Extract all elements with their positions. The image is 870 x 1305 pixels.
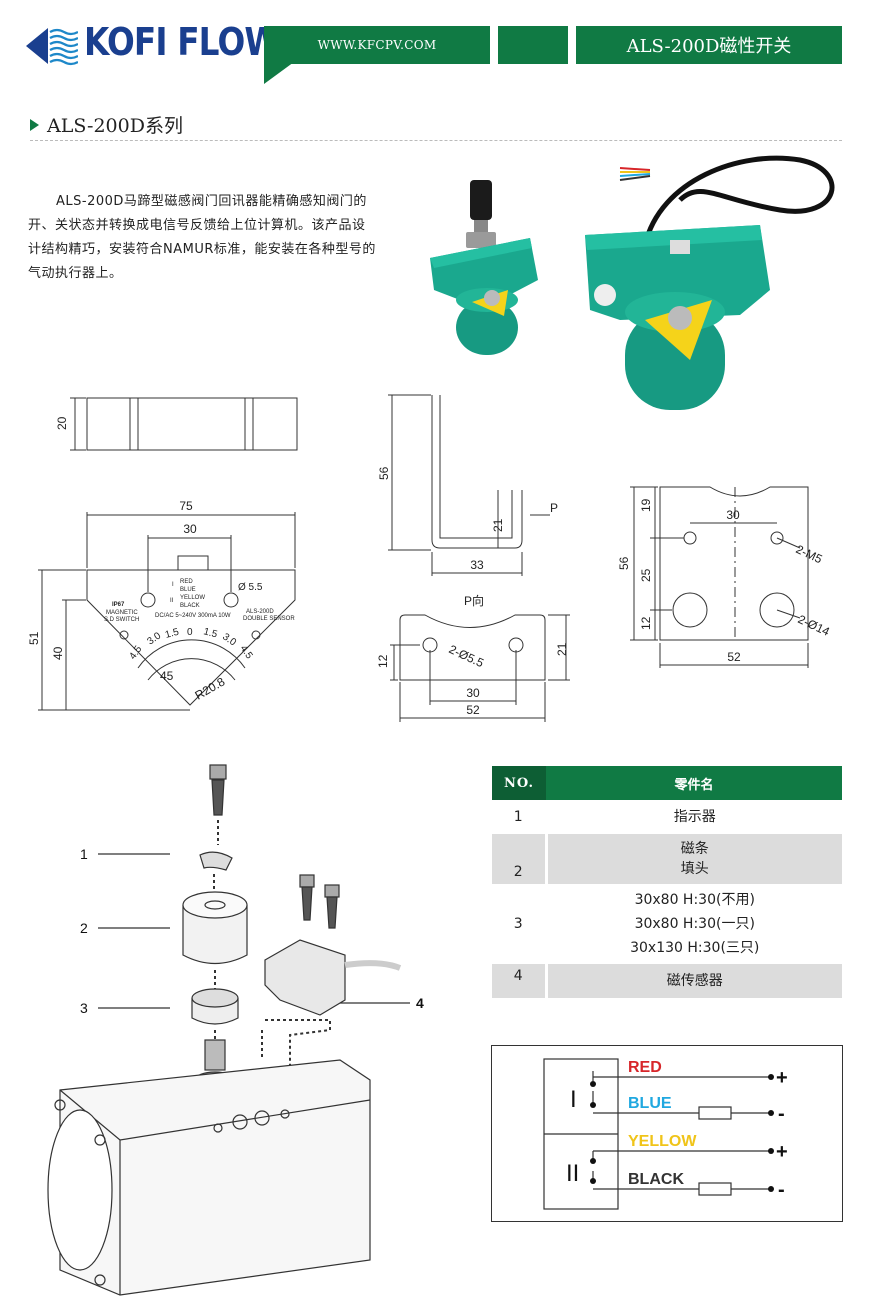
wire-red-label: RED — [628, 1059, 662, 1076]
panel-ip: IP67 — [112, 602, 125, 608]
section-title: ALS-200D系列 — [30, 111, 183, 138]
terminal-sign: + — [776, 1141, 788, 1163]
connector-unit-image — [430, 180, 538, 355]
exploded-assembly: 1 2 3 4 — [47, 764, 424, 1296]
sensor-1-label: I — [570, 1086, 577, 1113]
wire-blue-label: BLUE — [628, 1095, 672, 1112]
row-name: 指示器 — [673, 809, 716, 825]
wire-yellow-label: YELLOW — [628, 1133, 697, 1150]
cable-unit-image — [585, 225, 770, 410]
row-name: 磁传感器 — [546, 964, 842, 998]
scale-label: 4.5 — [127, 644, 144, 662]
panel-wire: YELLOW — [180, 595, 205, 601]
row-no: 4 — [492, 964, 548, 998]
panel-rating: DC/AC 5~240V 300mA 10W — [155, 613, 231, 619]
triangle-bullet-icon — [30, 118, 39, 131]
dim-bracket-inner: 21 — [491, 518, 505, 532]
scale-label: 4.5 — [238, 643, 255, 661]
sensor-2-label: II — [566, 1160, 579, 1187]
dim-plate-height: 56 — [617, 556, 631, 570]
row-name: 磁条 填头 — [546, 834, 842, 884]
wire-black-label: BLACK — [628, 1171, 684, 1188]
dim-front-height: 51 — [27, 631, 41, 645]
callout-label: 1 — [80, 846, 88, 862]
dim-plate-spacing: 30 — [726, 508, 740, 522]
dim-top-inner: 30 — [466, 686, 480, 700]
p-label: P — [550, 501, 558, 515]
terminal-sign: + — [776, 1067, 788, 1089]
scale-label: 0 — [187, 627, 193, 638]
dim-front-lower: 40 — [51, 646, 65, 660]
section-title-text: ALS-200D系列 — [47, 115, 183, 137]
panel-mark: I — [172, 582, 174, 588]
dim-side-height: 20 — [55, 416, 69, 430]
website-url[interactable]: WWW.KFCPV.COM — [264, 26, 490, 64]
parts-table: NO. 零件名 1 指示器 2 磁条 填头 3 30x80 H:30(不用) 3… — [492, 766, 842, 998]
dim-top-left: 12 — [376, 654, 390, 668]
panel-sensor: DOUBLE SENSOR — [243, 616, 295, 622]
row-no: 3 — [492, 884, 548, 964]
terminal-sign: - — [778, 1103, 785, 1125]
dim-top-hole: 2-Ø5.5 — [447, 642, 486, 670]
dim-top-height: 21 — [555, 642, 569, 656]
dim-plate-mid: 25 — [639, 568, 653, 582]
dim-bracket-width: 33 — [470, 558, 484, 572]
header-bar-spacer — [498, 26, 568, 64]
dim-radius: R20.8 — [193, 674, 228, 702]
wire-ends-image — [619, 167, 651, 181]
panel-mark: II — [170, 598, 174, 604]
bracket-side-drawing — [388, 394, 550, 576]
model-title: ALS-200D磁性开关 — [576, 26, 842, 64]
dim-front-spacing: 30 — [183, 522, 197, 536]
p-direction: P向 — [464, 593, 484, 608]
callout-label: 2 — [80, 920, 88, 936]
panel-wire: BLUE — [180, 587, 196, 593]
callout-label: 4 — [416, 995, 424, 1011]
dim-bracket-height: 56 — [377, 466, 391, 480]
table-row: 1 指示器 — [492, 800, 842, 834]
row-name: 30x80 H:30(不用) 30x80 H:30(一只) 30x130 H:3… — [630, 892, 760, 956]
intro-paragraph: ALS-200D马蹄型磁感阀门回讯器能精确感知阀门的开、关状态并转换成电信号反馈… — [28, 194, 376, 281]
dim-hole-dia: Ø 5.5 — [238, 582, 263, 593]
panel-wire: BLACK — [180, 603, 200, 609]
product-photo — [430, 155, 835, 410]
header-accent-shape — [264, 62, 294, 84]
dim-top-width: 52 — [466, 703, 480, 717]
wiring-diagram: I II RED BLUE YELLOW BLACK + - + - — [491, 1045, 843, 1222]
row-no: 1 — [492, 800, 548, 834]
technical-drawings: 20 75 30 51 40 R20.8 45 Ø 5.5 4.5 3.0 1.… — [27, 394, 832, 722]
scale-label: 1.5 — [202, 626, 219, 640]
scale-label: 3.0 — [145, 630, 163, 647]
table-row: 3 30x80 H:30(不用) 30x80 H:30(一只) 30x130 H… — [492, 884, 842, 964]
panel-model: ALS-200D — [246, 609, 274, 615]
dim-plate-thread: 2-M5 — [794, 542, 825, 566]
side-view-drawing — [70, 397, 298, 451]
panel-switch: S.D SWITCH — [104, 617, 139, 623]
dim-plate-top: 19 — [639, 498, 653, 512]
dim-angle: 45 — [160, 669, 174, 683]
dim-plate-width: 52 — [727, 650, 741, 664]
terminal-sign: - — [778, 1179, 785, 1201]
bracket-plate-drawing — [630, 486, 809, 668]
row-no: 2 — [492, 834, 548, 884]
scale-label: 1.5 — [164, 627, 181, 641]
brand-logo-icon — [26, 28, 78, 66]
front-view-drawing — [38, 512, 296, 711]
brand-name: KOFI FLOW — [84, 20, 280, 64]
col-header-no: NO. — [492, 766, 546, 800]
cable-image — [642, 155, 835, 246]
dim-front-width: 75 — [179, 499, 193, 513]
bracket-top-drawing — [390, 614, 570, 722]
callout-label: 3 — [80, 1000, 88, 1016]
dim-plate-bottom: 12 — [639, 616, 653, 630]
panel-wire: RED — [180, 579, 193, 585]
dim-plate-bore: 2-Ø14 — [796, 612, 832, 639]
table-row: 2 磁条 填头 — [492, 834, 842, 884]
scale-label: 3.0 — [220, 631, 238, 648]
divider — [30, 140, 842, 141]
col-header-name: 零件名 — [546, 766, 842, 800]
table-row: 4 磁传感器 — [492, 964, 842, 998]
panel-magnetic: MAGNETIC — [106, 610, 138, 616]
